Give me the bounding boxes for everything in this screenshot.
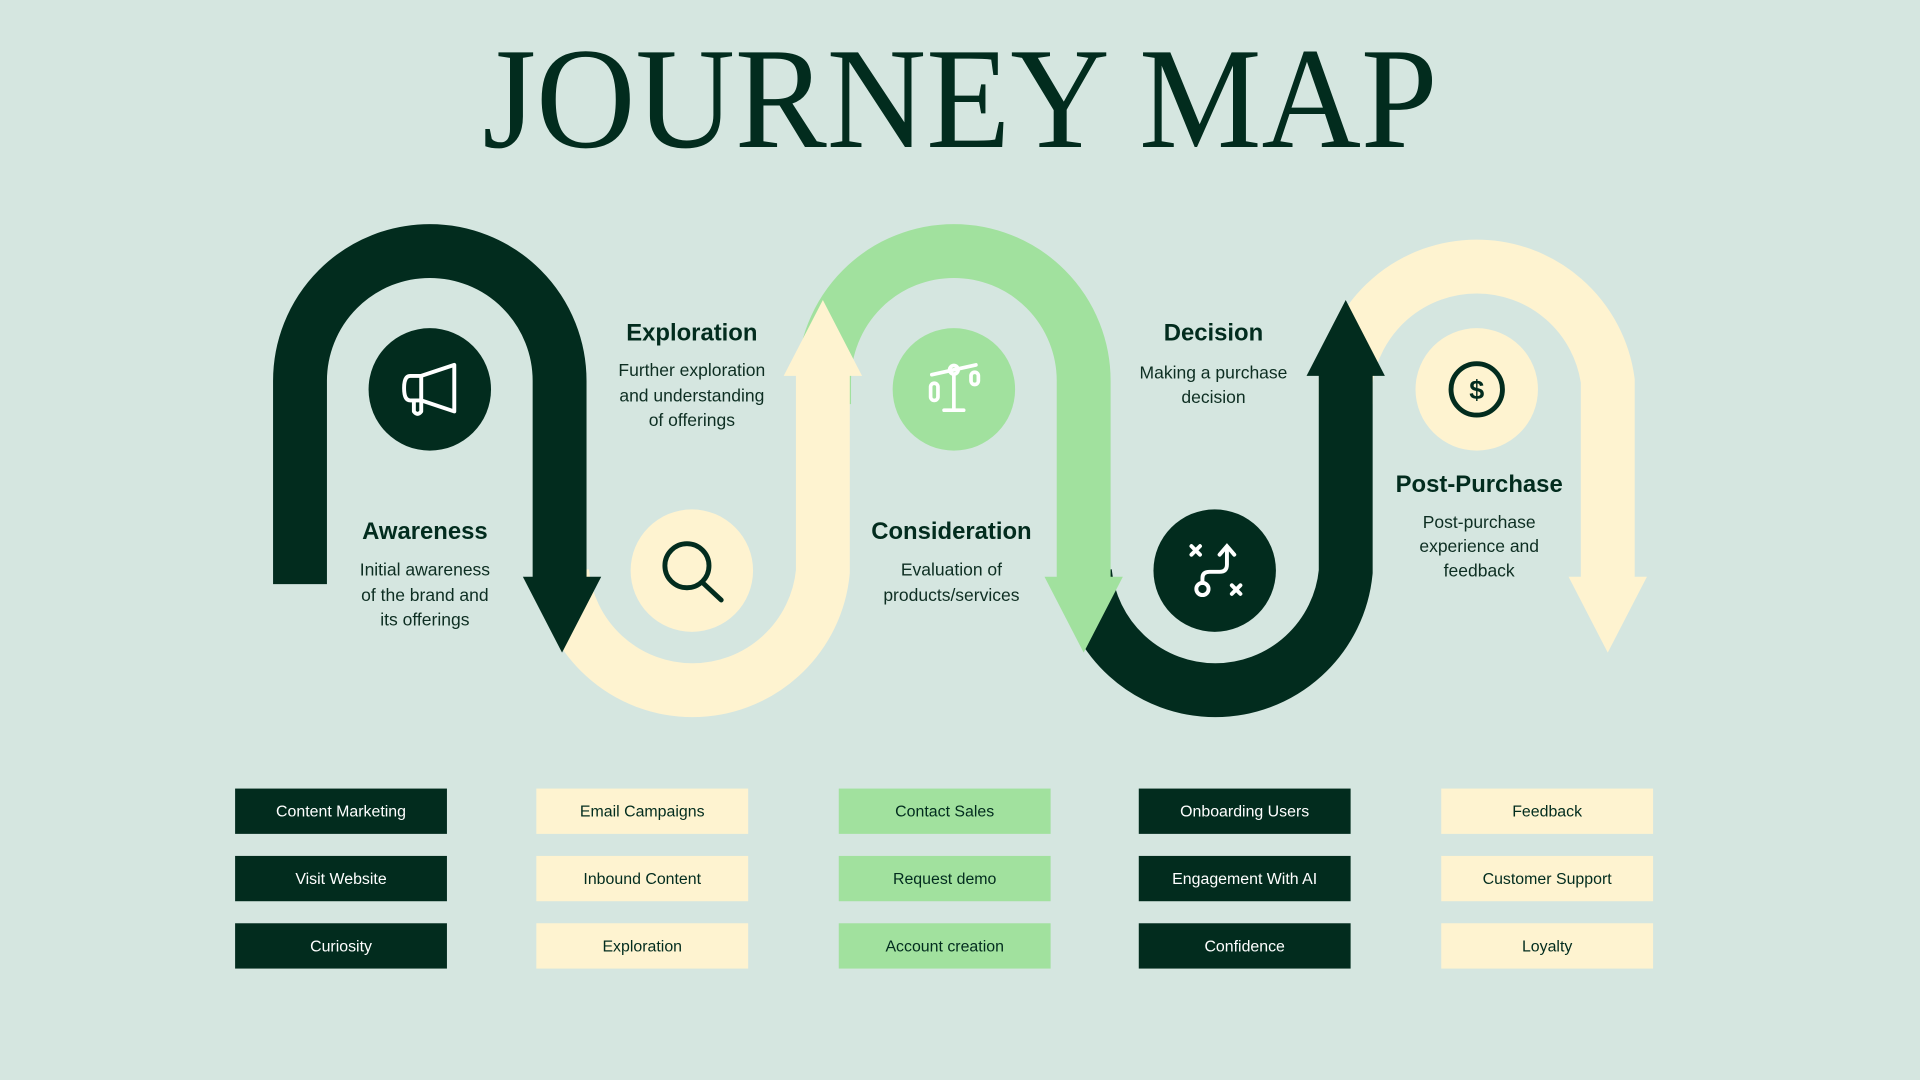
touchpoint-box-bg [235, 923, 447, 969]
touchpoint-label: Feedback [1512, 804, 1582, 821]
touchpoint-label: Email Campaigns [580, 804, 705, 821]
touchpoint-box-bg [1441, 855, 1654, 902]
stage-description: of offerings [649, 410, 736, 430]
strategy-icon [1153, 509, 1276, 632]
touchpoint-box: Email Campaigns [536, 788, 749, 834]
touchpoint-box: Inbound Content [536, 855, 749, 902]
stage-post-purchase: Post-Purchase Post-purchase experience a… [1396, 471, 1563, 580]
touchpoint-box: Engagement With AI [1138, 855, 1351, 902]
touchpoint-label: Account creation [885, 938, 1003, 955]
awareness-arrow [273, 224, 602, 653]
svg-text:$: $ [1469, 375, 1484, 405]
stage-description: experience and [1419, 536, 1539, 556]
touchpoint-box-bg [536, 788, 749, 834]
stage-exploration: Exploration Further exploration and unde… [618, 319, 765, 430]
touchpoint-box-bg [838, 855, 1051, 902]
touchpoint-box: Content Marketing [235, 788, 447, 834]
search-icon [630, 509, 754, 632]
stage-decision: Decision Making a purchase decision [1140, 319, 1288, 406]
touchpoint-box-bg [1138, 923, 1351, 969]
touchpoint-box-bg [235, 855, 447, 902]
stage-title: Exploration [626, 319, 757, 346]
touchpoint-box-bg [838, 788, 1051, 834]
touchpoint-box: Loyalty [1441, 923, 1654, 969]
touchpoint-box: Customer Support [1441, 855, 1654, 902]
touchpoint-label: Engagement With AI [1172, 871, 1317, 888]
stage-consideration: Consideration Evaluation of products/ser… [871, 518, 1031, 605]
stage-description: products/services [883, 585, 1019, 605]
stage-description: Initial awareness [360, 560, 491, 580]
stage-title: Consideration [871, 518, 1031, 545]
touchpoint-label: Onboarding Users [1180, 804, 1309, 821]
stage-description: of the brand and [361, 585, 488, 605]
touchpoint-box: Confidence [1138, 923, 1351, 969]
stage-description: Evaluation of [901, 560, 1002, 580]
touchpoint-label: Request demo [893, 871, 997, 888]
touchpoint-box-bg [838, 923, 1051, 969]
touchpoint-box-bg [536, 923, 749, 969]
stage-description: Making a purchase [1140, 362, 1288, 382]
touchpoint-label: Confidence [1204, 938, 1285, 955]
touchpoint-label: Exploration [602, 938, 682, 955]
decision-arrow [1058, 300, 1385, 718]
touchpoint-box-bg [536, 855, 749, 902]
touchpoint-label: Content Marketing [276, 804, 406, 821]
touchpoint-box-bg [1441, 788, 1654, 834]
stage-description: feedback [1444, 561, 1515, 581]
scale-icon [892, 328, 1016, 451]
touchpoint-box: Visit Website [235, 855, 447, 902]
touchpoint-box: Onboarding Users [1138, 788, 1351, 834]
stage-description: its offerings [380, 610, 469, 630]
touchpoint-label: Inbound Content [583, 871, 701, 888]
stage-awareness: Awareness Initial awareness of the brand… [360, 518, 491, 630]
stage-description: and understanding [619, 386, 764, 406]
touchpoint-label: Customer Support [1483, 871, 1613, 888]
exploration-arrow [535, 300, 863, 718]
touchpoint-box: Account creation [838, 923, 1051, 969]
stage-description: Further exploration [618, 360, 765, 380]
touchpoint-label: Contact Sales [895, 804, 994, 821]
touchpoint-box-bg [1138, 788, 1351, 834]
touchpoint-box: Feedback [1441, 788, 1654, 834]
stage-title: Awareness [362, 518, 488, 545]
touchpoint-box: Curiosity [235, 923, 447, 969]
touchpoint-label: Curiosity [310, 938, 372, 955]
stage-title: Decision [1164, 319, 1263, 346]
touchpoint-label: Visit Website [295, 871, 387, 888]
page-title: JOURNEY MAP [482, 19, 1437, 179]
touchpoint-label: Loyalty [1522, 938, 1572, 955]
megaphone-icon [368, 328, 492, 451]
touchpoint-box-bg [1441, 923, 1654, 969]
touchpoint-box-bg [1138, 855, 1351, 902]
dollar-icon: $ [1415, 328, 1538, 451]
touchpoint-box: Contact Sales [838, 788, 1051, 834]
stage-description: decision [1181, 387, 1245, 407]
stage-description: Post-purchase [1423, 512, 1536, 532]
touchpoint-box: Request demo [838, 855, 1051, 902]
touchpoint-box: Exploration [536, 923, 749, 969]
stage-title: Post-Purchase [1396, 471, 1563, 498]
touchpoint-box-bg [235, 788, 447, 834]
